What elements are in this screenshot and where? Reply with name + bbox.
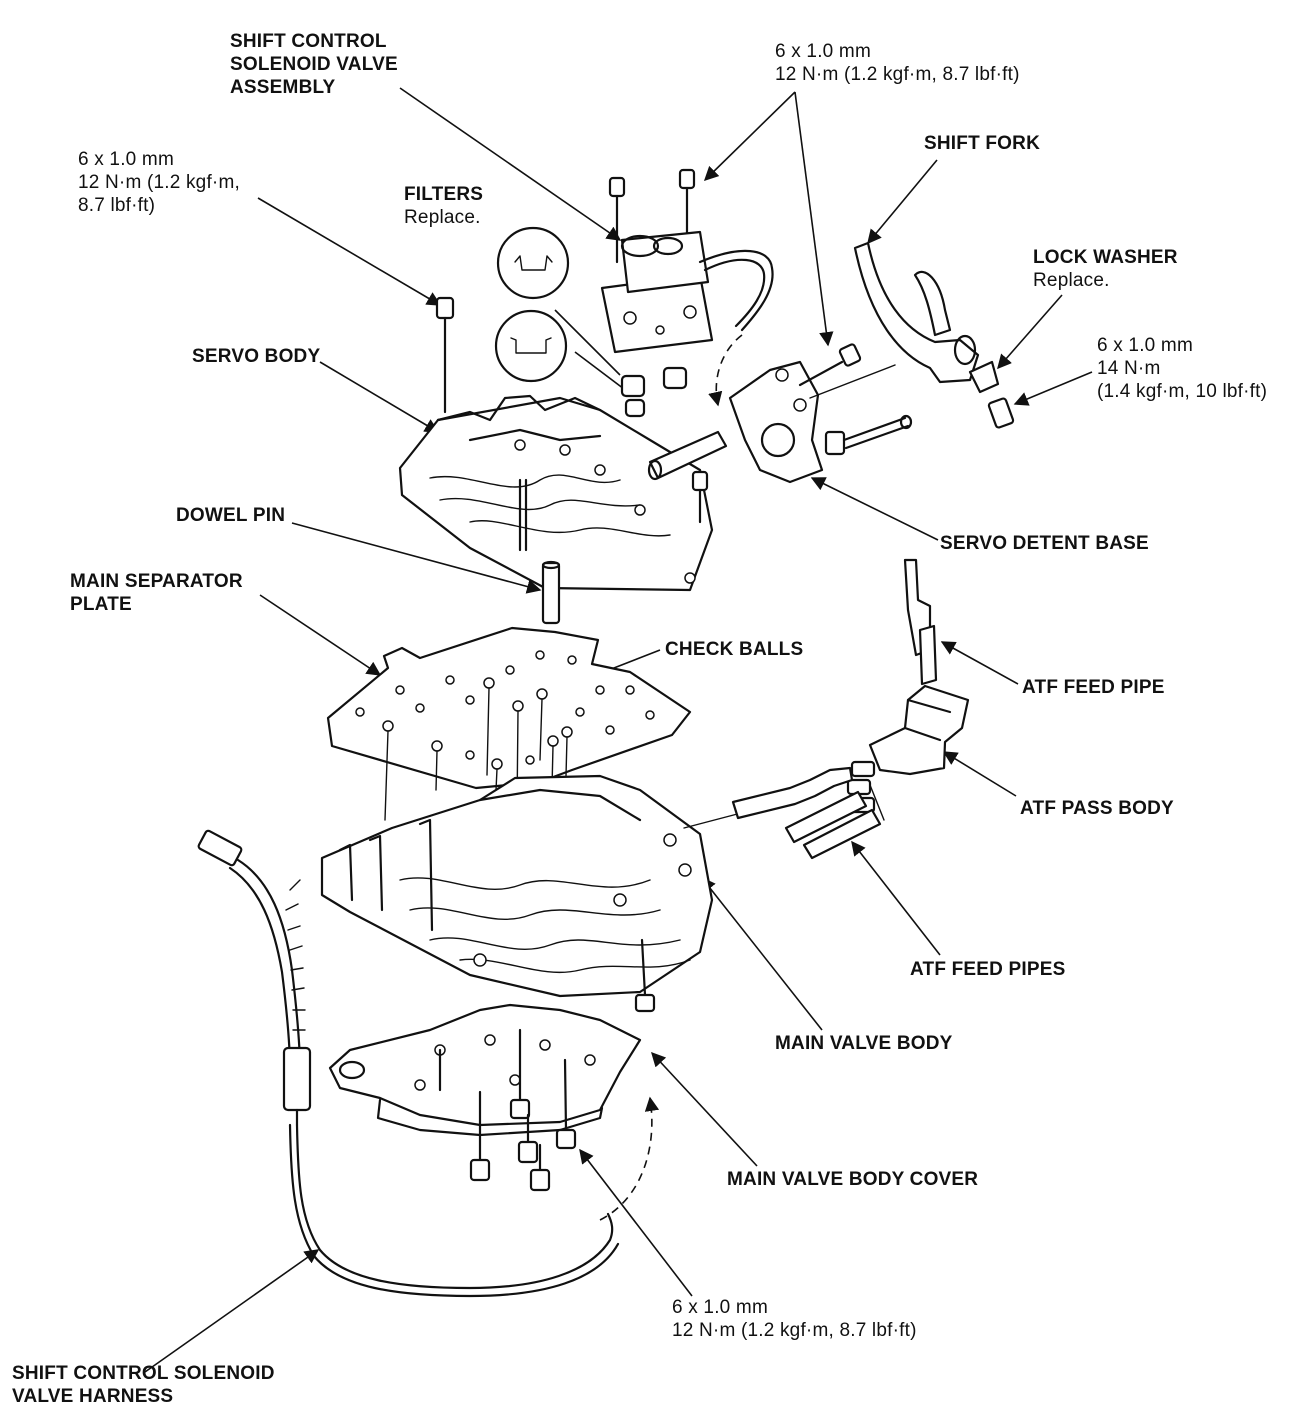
- separator-plate-line-1: MAIN SEPARATOR: [70, 571, 243, 592]
- label-main-valve-body-cover: MAIN VALVE BODY COVER: [727, 1168, 978, 1191]
- solenoid-assembly-line-1: SHIFT CONTROL: [230, 31, 387, 52]
- label-filters: FILTERS Replace.: [404, 183, 483, 229]
- dowel-pin-drawing: [541, 560, 561, 625]
- leader-valve-body-cover: [651, 1051, 758, 1167]
- leader-lock-washer: [997, 294, 1063, 370]
- harness-line-2: VALVE HARNESS: [12, 1386, 174, 1407]
- solenoid-valve-assembly-drawing: [494, 168, 774, 418]
- servo-body-title: SERVO BODY: [192, 346, 321, 367]
- main-valve-body-cover-title: MAIN VALVE BODY COVER: [727, 1169, 979, 1190]
- dowel-pin-title: DOWEL PIN: [176, 505, 286, 526]
- shift-fork-title: SHIFT FORK: [924, 133, 1040, 154]
- label-main-valve-body: MAIN VALVE BODY: [775, 1032, 953, 1055]
- leader-left-bolt: [257, 197, 442, 306]
- lock-washer-note: Replace.: [1033, 270, 1110, 291]
- main-valve-body-cover-drawing: [328, 1003, 660, 1221]
- label-atf-pass-body: ATF PASS BODY: [1020, 797, 1174, 820]
- label-shift-fork: SHIFT FORK: [924, 132, 1040, 155]
- leader-harness: [144, 1249, 320, 1373]
- atf-feed-pipe-title: ATF FEED PIPE: [1022, 677, 1165, 698]
- left-bolt-spec-line-3: 8.7 lbf·ft): [78, 195, 156, 216]
- leader-top-bolt-b: [794, 91, 834, 347]
- main-valve-body-title: MAIN VALVE BODY: [775, 1033, 953, 1054]
- servo-detent-base-title: SERVO DETENT BASE: [940, 533, 1149, 554]
- leader-dowel-pin: [291, 522, 542, 594]
- harness-line-1: SHIFT CONTROL SOLENOID: [12, 1363, 275, 1384]
- label-solenoid-assembly: SHIFT CONTROL SOLENOID VALVE ASSEMBLY: [230, 30, 398, 99]
- atf-feed-pipes-title: ATF FEED PIPES: [910, 959, 1066, 980]
- main-valve-body-drawing: [320, 774, 746, 1013]
- label-top-bolt-spec: 6 x 1.0 mm 12 N·m (1.2 kgf·m, 8.7 lbf·ft…: [775, 40, 1020, 86]
- leader-separator-plate: [259, 594, 382, 676]
- check-balls-title: CHECK BALLS: [665, 639, 804, 660]
- filters-title: FILTERS: [404, 184, 484, 205]
- label-check-balls: CHECK BALLS: [665, 638, 803, 661]
- leader-servo-body: [319, 361, 440, 433]
- leader-filter-b: [574, 351, 629, 393]
- left-bolt-spec-line-2: 12 N·m (1.2 kgf·m,: [78, 172, 240, 193]
- right-bolt-spec-line-2: 14 N·m: [1097, 358, 1161, 379]
- harness-drawing: [197, 829, 620, 1298]
- solenoid-assembly-line-2: SOLENOID VALVE: [230, 54, 398, 75]
- right-bolt-spec-line-1: 6 x 1.0 mm: [1097, 335, 1193, 356]
- atf-pipes-drawing: [731, 558, 970, 860]
- leader-right-bolt: [1013, 371, 1093, 406]
- label-atf-feed-pipes: ATF FEED PIPES: [910, 958, 1066, 981]
- leader-top-bolt-a: [703, 91, 796, 182]
- leader-solenoid-assembly: [399, 87, 622, 241]
- filters-note: Replace.: [404, 207, 481, 228]
- leader-shift-fork: [867, 159, 938, 245]
- leader-atf-pass-body: [942, 751, 1017, 797]
- left-bolt-spec-line-1: 6 x 1.0 mm: [78, 149, 174, 170]
- top-bolt-spec-line-2: 12 N·m (1.2 kgf·m, 8.7 lbf·ft): [775, 64, 1020, 85]
- label-servo-body: SERVO BODY: [192, 345, 320, 368]
- servo-detent-base-drawing: [728, 241, 1015, 484]
- label-bottom-bolt-spec: 6 x 1.0 mm 12 N·m (1.2 kgf·m, 8.7 lbf·ft…: [672, 1296, 917, 1342]
- bottom-bolt-spec-line-1: 6 x 1.0 mm: [672, 1297, 768, 1318]
- servo-body-drawing: [398, 296, 743, 592]
- leader-atf-feed-pipe: [940, 641, 1019, 685]
- atf-pass-body-title: ATF PASS BODY: [1020, 798, 1174, 819]
- lock-washer-title: LOCK WASHER: [1033, 247, 1178, 268]
- label-harness: SHIFT CONTROL SOLENOID VALVE HARNESS: [12, 1362, 275, 1408]
- label-lock-washer: LOCK WASHER Replace.: [1033, 246, 1178, 292]
- leader-main-valve-body: [701, 876, 823, 1031]
- label-dowel-pin: DOWEL PIN: [176, 504, 285, 527]
- label-left-bolt-spec: 6 x 1.0 mm 12 N·m (1.2 kgf·m, 8.7 lbf·ft…: [78, 148, 240, 217]
- solenoid-assembly-line-3: ASSEMBLY: [230, 77, 336, 98]
- top-bolt-spec-line-1: 6 x 1.0 mm: [775, 41, 871, 62]
- leader-bottom-bolt: [579, 1148, 693, 1297]
- label-servo-detent-base: SERVO DETENT BASE: [940, 532, 1149, 555]
- right-bolt-spec-line-3: (1.4 kgf·m, 10 lbf·ft): [1097, 381, 1268, 402]
- leader-servo-detent-base: [810, 477, 939, 541]
- label-right-bolt-spec: 6 x 1.0 mm 14 N·m (1.4 kgf·m, 10 lbf·ft): [1097, 334, 1267, 403]
- label-main-separator-plate: MAIN SEPARATOR PLATE: [70, 570, 243, 616]
- separator-plate-line-2: PLATE: [70, 594, 132, 615]
- label-atf-feed-pipe: ATF FEED PIPE: [1022, 676, 1165, 699]
- leader-atf-feed-pipes: [851, 840, 941, 956]
- bottom-bolt-spec-line-2: 12 N·m (1.2 kgf·m, 8.7 lbf·ft): [672, 1320, 917, 1341]
- leader-filter-a: [554, 309, 621, 376]
